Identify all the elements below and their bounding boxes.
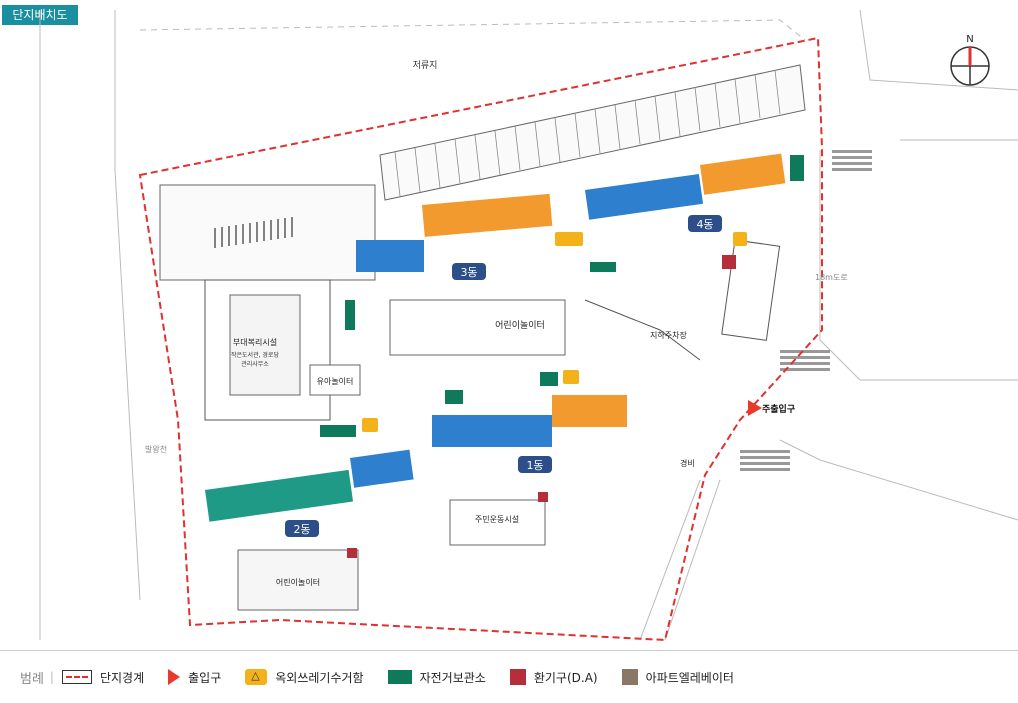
legend-title: 범례: [20, 671, 44, 687]
community-label: 주민운동시설: [475, 514, 519, 524]
playground-label-2: 유아놀이터: [317, 376, 354, 386]
elevator-square-icon: [621, 669, 638, 685]
legend-label: 환기구(D.A): [533, 670, 598, 685]
legend-label: 단지경계: [99, 670, 145, 685]
vent-square-icon: [509, 669, 526, 685]
parking-north: [379, 64, 806, 201]
legend-label: 옥외쓰레기수거함: [275, 670, 364, 685]
building-2: 2동: [205, 449, 414, 537]
north-arrow-icon: N: [950, 34, 990, 86]
building-3-label: 3동: [460, 266, 477, 279]
complex-boundary: [138, 36, 823, 642]
recycle-bin-icon: [245, 669, 268, 685]
guard-label: 경비: [680, 458, 695, 468]
crosswalk-north: [832, 150, 872, 171]
main-entrance-arrow: [748, 400, 762, 416]
building-2-label: 2동: [293, 523, 310, 536]
playground-label-1: 어린이놀이터: [495, 320, 545, 331]
dashed-boundary-icon: [61, 670, 92, 684]
legend-label: 자전거보관소: [419, 670, 486, 685]
legend-item-vent: 환기구(D.A): [509, 669, 598, 686]
bike-storage-icon: [387, 670, 412, 684]
legend-item-bike: 자전거보관소: [387, 669, 486, 686]
underground-parking-label: 지하주차장: [650, 330, 687, 340]
north-label: N: [966, 34, 973, 45]
main-entrance-label: 주출입구: [762, 403, 795, 415]
crosswalk-east: [740, 350, 830, 471]
site-plan-map: 4동 3동 1동 2동 부대복리시설 작은도서관, 경로당 관리사무소 어린이놀…: [39, 9, 1018, 642]
legend-item-entrance: 출입구: [168, 669, 221, 686]
legend-item-elevator: 아파트엘레베이터: [621, 669, 734, 686]
complex-facility-label: 부대복리시설: [233, 337, 277, 347]
entrance-arrow-icon: [168, 669, 181, 685]
legend-item-recycle: 옥외쓰레기수거함: [245, 669, 364, 686]
bike-storage-markers: [320, 155, 804, 437]
complex-facility-sub2: 관리사무소: [241, 360, 269, 368]
legend-label: 출입구: [188, 670, 222, 685]
building-1-label: 1동: [526, 459, 543, 472]
parking-west: [159, 184, 376, 281]
stream-label: 발왕천: [145, 444, 167, 454]
recycle-markers: [362, 232, 747, 432]
complex-facility-sub1: 작은도서관, 경로당: [231, 351, 279, 359]
legend-label: 아파트엘레베이터: [645, 670, 734, 685]
building-1: 1동: [432, 395, 627, 473]
building-3: 3동: [356, 193, 553, 280]
vent-markers: [347, 255, 736, 558]
playground-label-3: 어린이놀이터: [276, 577, 320, 587]
legend-item-boundary: 단지경계: [61, 669, 145, 686]
legend: 범례 | 단지경계 출입구 옥외쓰레기수거함 자전거보관소 환기구(D.A) 아…: [0, 650, 1018, 703]
reserved-land-label: 저류지: [413, 60, 438, 71]
building-4: 4동: [585, 153, 786, 232]
road-18m-label: 18m도로: [815, 273, 848, 282]
building-4-label: 4동: [696, 218, 713, 231]
legend-divider: |: [49, 670, 54, 684]
